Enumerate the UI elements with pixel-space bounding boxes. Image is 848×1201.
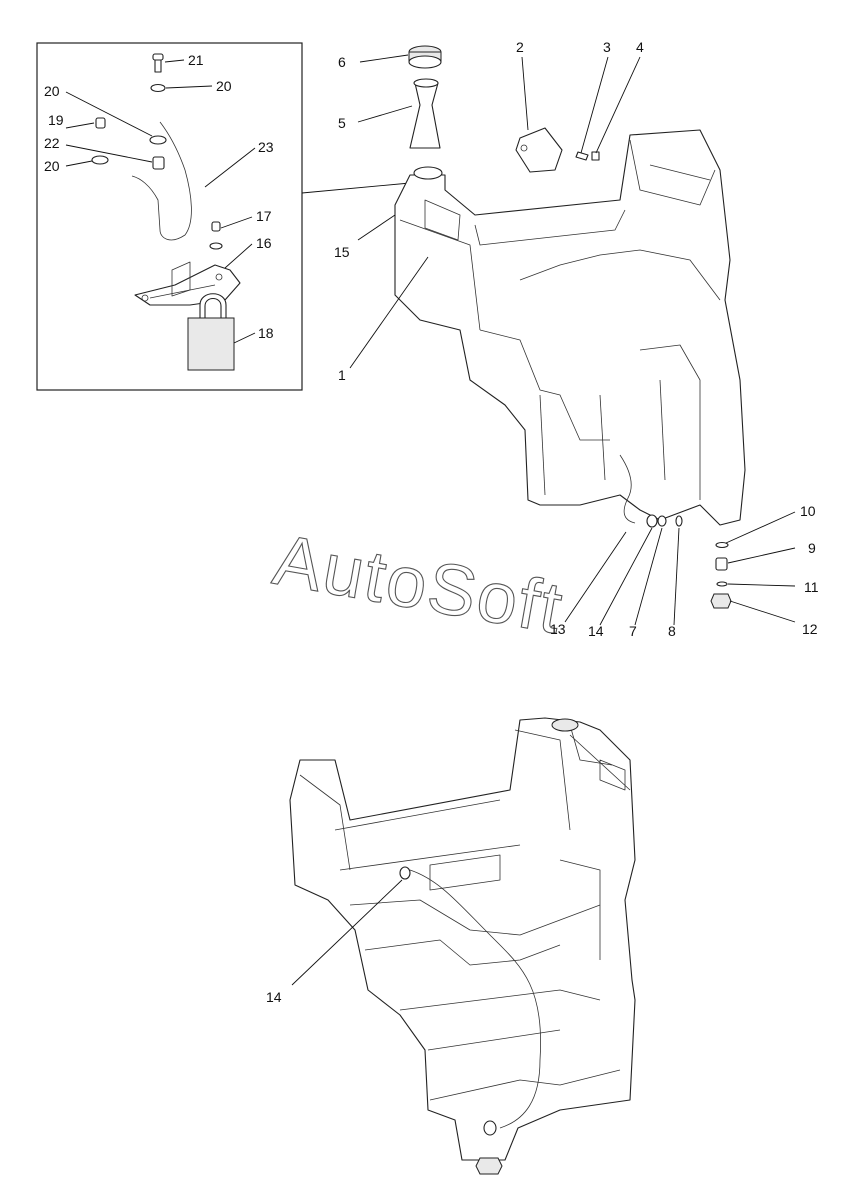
callout-13: 13	[550, 621, 566, 637]
seal-8	[675, 515, 683, 527]
svg-text:AutoSoft: AutoSoft	[268, 520, 570, 650]
callout-3: 3	[603, 39, 611, 55]
callout-17: 17	[256, 208, 272, 224]
drain-nut-bottom	[475, 1157, 503, 1175]
fitting-7	[657, 515, 667, 527]
drain-fitting-bottom	[483, 1120, 497, 1136]
callout-11: 11	[804, 579, 819, 595]
cap-6	[408, 45, 442, 69]
callout-7: 7	[629, 623, 637, 639]
hose-13	[619, 454, 636, 524]
screw-19	[95, 117, 106, 129]
fitting-14-bottom	[399, 866, 411, 880]
callout-22: 22	[44, 135, 60, 151]
detail-inset	[36, 42, 411, 391]
bolt-21	[152, 53, 164, 73]
callout-23: 23	[258, 139, 274, 155]
seal-11	[716, 581, 728, 587]
fitting-9	[715, 557, 728, 571]
washer-20-left	[91, 155, 109, 165]
callout-20-top: 20	[216, 78, 232, 94]
bracket-2	[515, 127, 563, 173]
callout-14-bottom: 14	[266, 989, 282, 1005]
tank-assembly-top	[349, 45, 796, 626]
callout-1: 1	[338, 367, 346, 383]
callout-12: 12	[802, 621, 818, 637]
screw-17	[211, 221, 221, 232]
callout-8: 8	[668, 623, 676, 639]
callout-19: 19	[48, 112, 64, 128]
cable-23	[131, 121, 192, 241]
callout-21: 21	[188, 52, 204, 68]
callout-2: 2	[516, 39, 524, 55]
washer-10	[715, 541, 729, 549]
callout-20-mid: 20	[44, 83, 60, 99]
callout-14: 14	[588, 623, 604, 639]
callout-16: 16	[256, 235, 272, 251]
tank-bottom-body	[289, 717, 636, 1161]
hose-bottom	[409, 869, 542, 1129]
callout-5: 5	[338, 115, 346, 131]
callout-9: 9	[808, 540, 816, 556]
washer-20-top	[150, 83, 166, 93]
callout-20-left: 20	[44, 158, 60, 174]
screw-4	[591, 151, 600, 161]
padlock-18	[187, 293, 235, 371]
watermark: AutoSoft	[267, 519, 570, 650]
tank-body	[394, 129, 746, 526]
tank-bottom-cap	[551, 718, 579, 732]
fitting-14	[646, 514, 658, 528]
callout-4: 4	[636, 39, 644, 55]
callout-6: 6	[338, 54, 346, 70]
screw-3	[575, 151, 589, 161]
callout-18: 18	[258, 325, 274, 341]
nut-12	[710, 593, 732, 609]
washer-20-mid	[149, 135, 167, 145]
callout-10: 10	[800, 503, 816, 519]
tank-filler-neck	[413, 166, 443, 180]
tank-assembly-bottom	[289, 717, 636, 1175]
callout-labels: 21 20 20 19 22 20 23 17 16 18 6 5 2 3 4 …	[44, 39, 819, 1005]
spacer-22	[152, 156, 165, 170]
callout-15: 15	[334, 244, 350, 260]
funnel-5	[409, 82, 441, 149]
washer-17	[209, 242, 223, 250]
